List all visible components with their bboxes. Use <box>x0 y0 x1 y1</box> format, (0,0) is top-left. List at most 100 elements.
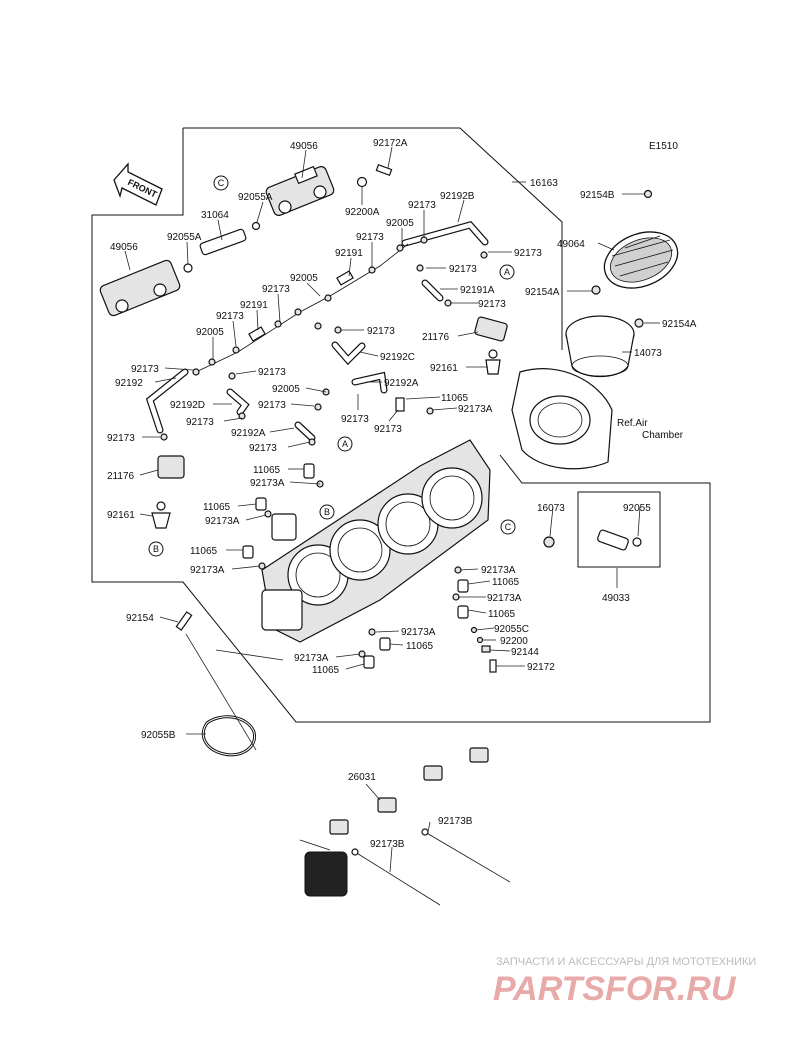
label-92173-j: 92173 <box>258 367 286 378</box>
label-92005-d: 92005 <box>272 384 300 395</box>
screw-92154a-right <box>634 318 644 328</box>
fuel-pipe-joint-31064 <box>199 221 261 291</box>
label-92173-a: 92173 <box>408 200 436 211</box>
label-92154a-right: 92154A <box>662 319 697 330</box>
label-11065-g: 11065 <box>406 641 434 652</box>
plug-92200a <box>356 176 368 188</box>
label-49056-left: 49056 <box>110 242 138 253</box>
label-92173-l: 92173 <box>341 414 369 425</box>
screw-92154 <box>175 611 193 631</box>
label-92173-o: 92173 <box>107 433 135 444</box>
label-92154b: 92154B <box>580 190 615 201</box>
label-11065-f: 11065 <box>488 609 516 620</box>
label-11065-b: 11065 <box>253 465 281 476</box>
label-92192a-b: 92192A <box>231 428 266 439</box>
label-49064: 49064 <box>557 239 585 250</box>
label-92173-k: 92173 <box>258 400 286 411</box>
label-92055a-left: 92055A <box>167 232 202 243</box>
label-92173a-f: 92173A <box>487 593 522 604</box>
leader-lines <box>124 146 660 873</box>
label-92173-n: 92173 <box>374 424 402 435</box>
label-92173a-a: 92173A <box>458 404 493 415</box>
watermark-brand: PARTSFOR.RU <box>493 970 737 1008</box>
sensor-21176-left <box>151 455 185 529</box>
ref-marker-a-mid: A <box>337 436 353 452</box>
label-16073: 16073 <box>537 503 565 514</box>
label-92173b-b: 92173B <box>370 839 405 850</box>
label-31064: 31064 <box>201 210 229 221</box>
label-92005-b: 92005 <box>290 273 318 284</box>
label-92173-e: 92173 <box>262 284 290 295</box>
label-92154: 92154 <box>126 613 154 624</box>
screw-92154a-left <box>591 285 601 295</box>
label-92173-h: 92173 <box>367 326 395 337</box>
label-11065-d: 11065 <box>190 546 218 557</box>
throttle-body-16163 <box>261 439 491 643</box>
label-92173-i: 92173 <box>131 364 159 375</box>
ref-air-chamber-line2: Chamber <box>642 430 684 441</box>
sensor-49033-box <box>543 491 661 568</box>
svg-text:A: A <box>504 267 510 277</box>
gasket-92055b <box>201 715 257 757</box>
air-chamber-ref <box>511 368 613 470</box>
label-11065-h: 11065 <box>312 665 340 676</box>
label-92161-right: 92161 <box>430 363 458 374</box>
ref-marker-a-right: A <box>499 264 515 280</box>
watermark-tagline: ЗАПЧАСТИ И АКСЕССУАРЫ ДЛЯ МОТОТЕХНИКИ <box>496 956 756 968</box>
vacuum-hose-network <box>145 221 489 446</box>
sensor-21176-right <box>474 316 508 375</box>
label-92161-left: 92161 <box>107 510 135 521</box>
cable-ties-92173b <box>351 828 511 906</box>
diagram-code: E1510 <box>649 141 678 152</box>
label-92173-p: 92173 <box>249 443 277 454</box>
label-92192: 92192 <box>115 378 143 389</box>
label-49056-top: 49056 <box>290 141 318 152</box>
ref-marker-c-top: C <box>213 175 229 191</box>
front-arrow-icon: FRONT <box>113 162 163 206</box>
label-92173-b: 92173 <box>514 248 542 259</box>
label-92192c: 92192C <box>380 352 415 363</box>
svg-text:C: C <box>505 522 512 532</box>
label-16163: 16163 <box>530 178 558 189</box>
ref-marker-b-left: B <box>148 541 164 557</box>
label-92200a: 92200A <box>345 207 380 218</box>
label-92154a-left: 92154A <box>525 287 560 298</box>
o-ring-92055a-left <box>183 263 193 273</box>
caps-and-plugs <box>242 463 497 673</box>
label-92192d: 92192D <box>170 400 205 411</box>
label-11065-e: 11065 <box>492 577 520 588</box>
svg-text:B: B <box>153 544 159 554</box>
label-21176-right: 21176 <box>422 332 450 343</box>
label-14073: 14073 <box>634 348 662 359</box>
part-labels: 49056 92172A 16163 92055A 92200A 31064 9… <box>107 138 697 850</box>
label-92191a: 92191A <box>460 285 495 296</box>
label-92055a-top: 92055A <box>238 192 273 203</box>
fuel-rail-top <box>265 165 335 216</box>
label-92173a-e: 92173A <box>481 565 516 576</box>
label-92173-m: 92173 <box>186 417 214 428</box>
label-92144: 92144 <box>511 647 539 658</box>
label-92191-b: 92191 <box>240 300 268 311</box>
label-92173a-h: 92173A <box>294 653 329 664</box>
label-92173-g: 92173 <box>216 311 244 322</box>
label-11065-c: 11065 <box>203 502 231 513</box>
label-92200: 92200 <box>500 636 528 647</box>
label-92172a: 92172A <box>373 138 408 149</box>
label-92173a-d: 92173A <box>190 565 225 576</box>
ref-marker-c-mid: C <box>500 519 516 535</box>
ref-air-chamber-line1: Ref.Air <box>617 418 648 429</box>
label-92055: 92055 <box>623 503 651 514</box>
label-92173a-g: 92173A <box>401 627 436 638</box>
label-49033: 49033 <box>602 593 630 604</box>
label-92172: 92172 <box>527 662 555 673</box>
label-92173-c: 92173 <box>356 232 384 243</box>
label-92005-a: 92005 <box>386 218 414 229</box>
label-92173a-c: 92173A <box>205 516 240 527</box>
fuel-rail-left <box>99 259 181 317</box>
velocity-stack-14073 <box>565 315 635 377</box>
wiring-harness-26031 <box>299 747 491 897</box>
bolt-92172a <box>375 164 393 176</box>
svg-text:B: B <box>324 507 330 517</box>
label-92173-f: 92173 <box>478 299 506 310</box>
